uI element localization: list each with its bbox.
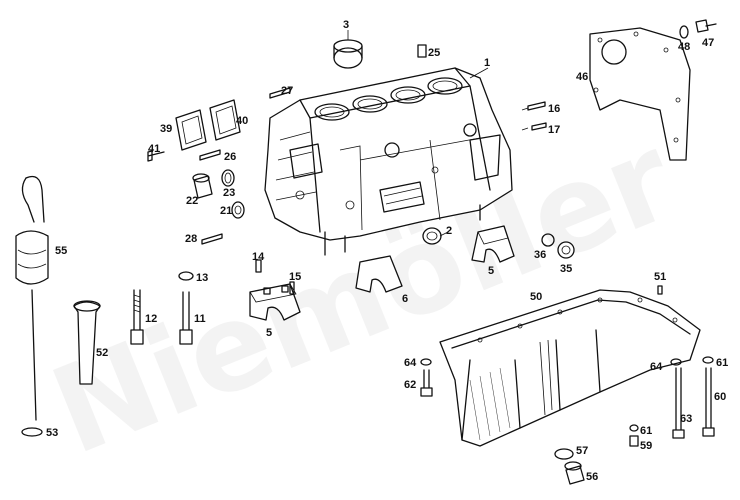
callout-64a: 64 [404,357,417,369]
dipstick-55 [15,175,49,421]
callout-40: 40 [236,115,248,127]
washer-64-right [670,358,682,366]
stud-28 [201,233,223,245]
callout-11: 11 [194,313,206,325]
bearing-cap-6 [355,255,403,293]
callout-6: 6 [402,293,408,305]
callout-61b: 61 [640,425,652,437]
callout-51: 51 [654,271,666,283]
callout-21: 21 [220,205,232,217]
gasket-39 [175,109,207,151]
callout-23: 23 [223,187,235,199]
bolt-12 [130,289,144,345]
callout-63: 63 [680,413,692,425]
callout-46: 46 [576,71,588,83]
seal-36 [541,233,555,247]
callout-64b: 64 [650,361,663,373]
callout-14: 14 [252,251,265,263]
callout-22: 22 [186,195,198,207]
callout-1: 1 [484,57,490,69]
washer-61-right [702,356,714,364]
callout-17: 17 [548,124,560,136]
callout-36: 36 [534,249,546,261]
callout-53: 53 [46,427,58,439]
callout-60: 60 [714,391,726,403]
seal-53 [21,427,43,437]
callout-35: 35 [560,263,572,275]
callout-27: 27 [281,85,293,97]
dowel-14 [255,259,262,273]
plug-51 [657,285,663,295]
callout-5b: 5 [266,327,272,339]
freeze-plug-3 [333,39,363,69]
washer-13 [178,271,194,281]
bolt-62 [420,369,433,397]
callout-59: 59 [640,440,652,452]
bolt-11 [179,291,193,345]
plug-35 [557,241,575,259]
callout-3: 3 [343,19,349,31]
callout-41: 41 [148,143,160,155]
washer-61-low [629,424,639,432]
callout-5a: 5 [488,265,494,277]
cover-40 [209,99,241,141]
callout-13: 13 [196,272,208,284]
bolt-47 [695,19,717,33]
washer-64-left [420,358,432,366]
bearing-cap-5-left [249,283,301,321]
callout-16: 16 [548,103,560,115]
bolt-63 [672,367,685,439]
callout-62: 62 [404,379,416,391]
callout-25: 25 [428,47,440,59]
plug-2 [422,227,442,245]
bolt-59 [629,435,639,447]
sleeve-25 [417,44,427,58]
callout-2: 2 [446,225,452,237]
callout-57: 57 [576,445,588,457]
stud-27 [269,87,291,99]
bolt-60 [702,367,715,437]
dowel-15 [289,281,295,295]
dowel-16 [527,101,546,111]
washer-23 [221,169,235,187]
callout-39: 39 [160,123,172,135]
callout-12: 12 [145,313,157,325]
callout-48: 48 [678,41,690,53]
engine-block [264,67,513,256]
bushing-21 [231,201,245,219]
callout-26: 26 [224,151,236,163]
plug-22 [192,173,213,199]
bearing-cap-5-right [471,225,515,263]
callout-56: 56 [586,471,598,483]
end-plate-46 [589,27,691,161]
callout-61a: 61 [716,357,728,369]
callout-labels: 1 2 3 5 5 6 11 12 13 14 15 16 17 21 22 2… [46,19,728,483]
guide-tube-52 [73,300,101,385]
callout-52: 52 [96,347,108,359]
stud-26 [199,149,221,161]
callout-55: 55 [55,245,67,257]
callout-47: 47 [702,37,714,49]
callout-50: 50 [530,291,542,303]
seal-57 [554,448,574,460]
callout-15: 15 [289,271,301,283]
oil-pan-50 [439,289,701,447]
drain-plug-56 [564,461,585,485]
callout-28: 28 [185,233,197,245]
dowel-17 [531,122,547,131]
leader-lines [347,30,529,237]
screw-41 [147,150,165,162]
washer-48 [679,25,689,39]
